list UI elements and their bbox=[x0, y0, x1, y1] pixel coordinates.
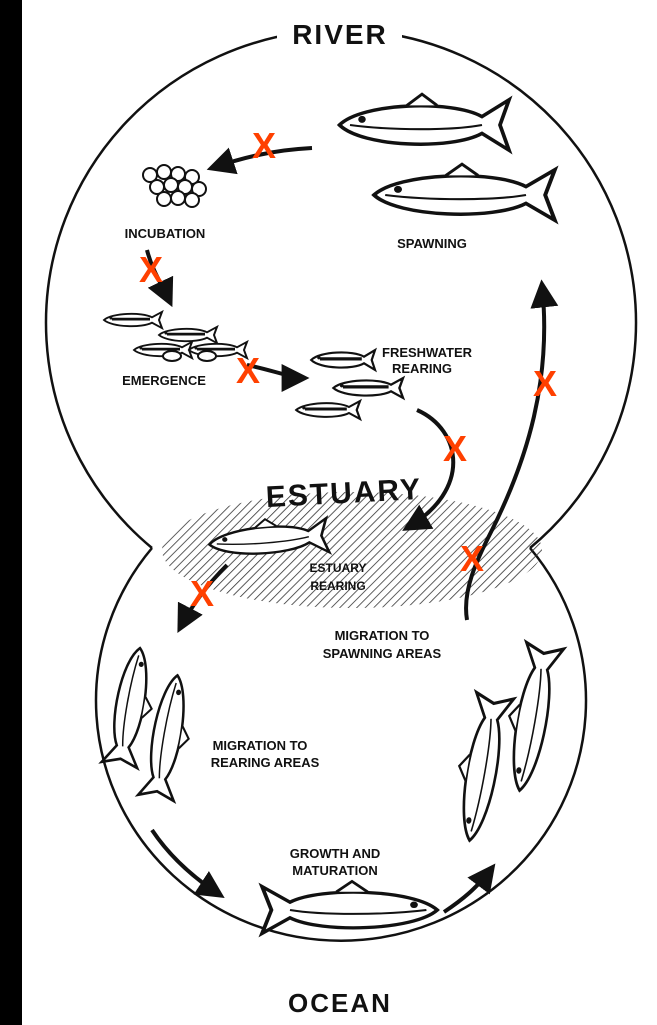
x-marker: X bbox=[533, 363, 557, 404]
spawning-fish-icon bbox=[340, 94, 555, 220]
x-marker: X bbox=[190, 573, 214, 614]
x-marker: X bbox=[460, 538, 484, 579]
label-migration-rearing-2: REARING AREAS bbox=[211, 755, 320, 770]
x-marker: X bbox=[252, 125, 276, 166]
x-marker: X bbox=[236, 350, 260, 391]
label-spawning: SPAWNING bbox=[397, 236, 467, 251]
label-freshwater-rearing-1: FRESHWATER bbox=[382, 345, 473, 360]
river-circle bbox=[46, 30, 636, 548]
x-marker: X bbox=[139, 249, 163, 290]
label-migration-spawning-1: MIGRATION TO bbox=[335, 628, 430, 643]
eggs-icon bbox=[143, 165, 206, 207]
life-cycle-diagram: RIVER ESTUARY OCEAN bbox=[22, 0, 657, 1025]
label-growth-1: GROWTH AND bbox=[290, 846, 381, 861]
label-estuary-rearing-1: ESTUARY bbox=[310, 561, 367, 575]
region-ocean: OCEAN bbox=[288, 988, 392, 1018]
label-emergence: EMERGENCE bbox=[122, 373, 206, 388]
adult-fish-icon bbox=[262, 881, 437, 933]
returning-fish-icon bbox=[447, 642, 564, 844]
rearing-fish-icon bbox=[102, 645, 199, 802]
label-migration-spawning-2: SPAWNING AREAS bbox=[323, 646, 442, 661]
label-migration-rearing-1: MIGRATION TO bbox=[213, 738, 308, 753]
region-river: RIVER bbox=[292, 19, 388, 50]
x-marker: X bbox=[443, 428, 467, 469]
label-estuary-rearing-2: REARING bbox=[310, 579, 365, 593]
label-growth-2: MATURATION bbox=[292, 863, 377, 878]
label-incubation: INCUBATION bbox=[125, 226, 206, 241]
label-freshwater-rearing-2: REARING bbox=[392, 361, 452, 376]
diagram-canvas: RIVER ESTUARY OCEAN bbox=[22, 0, 657, 1025]
fry-icon bbox=[296, 350, 403, 419]
alevins-icon bbox=[104, 312, 247, 361]
